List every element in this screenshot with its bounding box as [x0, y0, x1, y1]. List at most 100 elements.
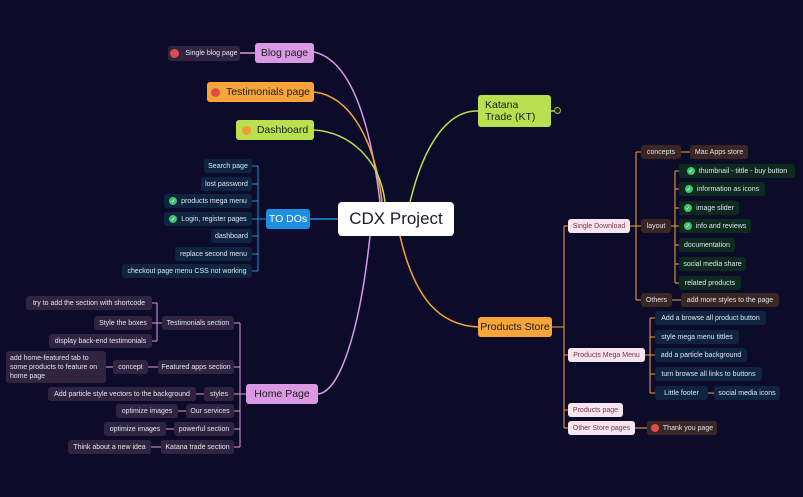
- testimonials-section-node[interactable]: Testimonials section: [162, 316, 234, 330]
- concept-node[interactable]: concept: [113, 360, 148, 374]
- mega-menu-links-buttons[interactable]: turn browse all links to buttons: [655, 367, 762, 381]
- layout-item-label: thumbnail - tittle - buy button: [698, 167, 788, 175]
- dashboard-label: Dashboard: [256, 124, 309, 136]
- todo-search-page[interactable]: Search page: [204, 159, 252, 173]
- mega-menu-style-titles[interactable]: style mega menu tittles: [655, 330, 739, 344]
- mega-item-label: style mega menu tittles: [661, 333, 733, 341]
- mac-apps-label: Mac Apps store: [694, 148, 744, 156]
- layout-item-label: info and reviews: [695, 222, 747, 230]
- powerful-section-child[interactable]: optimize images: [104, 422, 166, 436]
- our-services-child[interactable]: optimize images: [116, 404, 178, 418]
- testimonials-section-label: Testimonials section: [166, 319, 230, 327]
- layout-item-thumbnail[interactable]: ✓thumbnail - tittle - buy button: [679, 164, 795, 178]
- layout-item-social-share[interactable]: social media share: [679, 257, 746, 271]
- layout-item-documentation[interactable]: documentation: [679, 238, 735, 252]
- mac-apps-store-node[interactable]: Mac Apps store: [690, 145, 748, 159]
- products-page-node[interactable]: Products page: [568, 403, 623, 417]
- products-mega-menu-node[interactable]: Products Mega Menu: [568, 348, 645, 362]
- check-icon: ✓: [169, 197, 178, 205]
- concept-child-featured-tab[interactable]: add home-featured tab to some products t…: [6, 351, 106, 383]
- katana-child-label: Think about a new idea: [73, 443, 146, 451]
- todo-checkout-menu-css[interactable]: checkout page menu CSS not working: [122, 264, 252, 278]
- todo-label: lost password: [205, 180, 248, 188]
- katana-trade-section-node[interactable]: Katana trade section: [161, 440, 234, 454]
- testimonials-child-style-boxes[interactable]: Style the boxes: [94, 316, 152, 330]
- todo-label: products mega menu: [181, 197, 247, 205]
- others-node[interactable]: Others: [641, 293, 672, 307]
- styles-node[interactable]: styles: [204, 387, 234, 401]
- testimonials-child-shortcode[interactable]: try to add the section with shortcode: [26, 296, 152, 310]
- layout-item-label: image slider: [696, 204, 734, 212]
- mega-menu-particle-bg[interactable]: add a particle background: [655, 348, 747, 362]
- powerful-section-node[interactable]: powerful section: [174, 422, 234, 436]
- home-page-label: Home Page: [254, 388, 310, 400]
- other-store-pages-node[interactable]: Other Store pages: [568, 421, 635, 435]
- todo-label: Search page: [208, 162, 248, 170]
- featured-apps-section-node[interactable]: Featured apps section: [158, 360, 234, 374]
- layout-node[interactable]: layout: [641, 219, 671, 233]
- katana-section-child[interactable]: Think about a new idea: [68, 440, 151, 454]
- todos-label: TO DOs: [268, 213, 308, 225]
- check-icon: ✓: [684, 185, 693, 193]
- root-node[interactable]: CDX Project: [338, 202, 454, 236]
- todo-products-mega-menu[interactable]: ✓products mega menu: [164, 194, 252, 208]
- collapse-toggle-icon[interactable]: [554, 107, 561, 114]
- footer-social-media-icons[interactable]: social media icons: [714, 386, 780, 400]
- orange-status-icon: [241, 125, 251, 135]
- child-label: Style the boxes: [99, 319, 147, 327]
- others-child-more-styles[interactable]: add more styles to the page: [681, 293, 779, 307]
- single-download-label: Single Download: [572, 222, 626, 230]
- single-blog-page-label: Single blog page: [185, 50, 238, 57]
- testimonials-child-backend[interactable]: display back-end testimonials: [49, 334, 152, 348]
- layout-item-related-products[interactable]: related products: [679, 276, 741, 290]
- todo-replace-second-menu[interactable]: replace second menu: [175, 247, 252, 261]
- footer-child-label: social media icons: [718, 389, 776, 397]
- thank-you-label: Thank you page: [662, 424, 714, 432]
- todo-lost-password[interactable]: lost password: [201, 177, 252, 191]
- child-label: try to add the section with shortcode: [32, 299, 146, 307]
- layout-item-information-icons[interactable]: ✓information as icons: [679, 182, 765, 196]
- others-child-label: add more styles to the page: [686, 296, 774, 304]
- todo-label: dashboard: [214, 232, 249, 240]
- mega-menu-little-footer[interactable]: Little footer: [655, 386, 708, 400]
- layout-item-info-reviews[interactable]: ✓info and reviews: [679, 219, 751, 233]
- concepts-label: concepts: [646, 148, 676, 156]
- blog-page-node[interactable]: Blog page: [255, 43, 314, 63]
- single-download-node[interactable]: Single Download: [568, 219, 630, 233]
- todo-label: replace second menu: [180, 250, 247, 258]
- katana-trade-label: Katana Trade (KT): [485, 99, 536, 123]
- mega-item-label: Add a browse all product button: [661, 314, 760, 322]
- single-blog-page-node[interactable]: Single blog page: [168, 46, 240, 61]
- katana-section-label: Katana trade section: [165, 443, 230, 451]
- testimonials-page-node[interactable]: Testimonials page: [207, 82, 314, 102]
- check-icon: ✓: [683, 222, 692, 230]
- red-status-icon: [210, 87, 220, 97]
- red-status-icon: [170, 49, 180, 58]
- products-store-node[interactable]: Products Store: [478, 317, 552, 337]
- mega-menu-browse-all[interactable]: Add a browse all product button: [655, 311, 766, 325]
- powerful-section-label: powerful section: [178, 425, 230, 433]
- concepts-node[interactable]: concepts: [641, 145, 681, 159]
- layout-item-label: documentation: [684, 241, 730, 249]
- thank-you-page-node[interactable]: Thank you page: [647, 421, 717, 435]
- home-page-node[interactable]: Home Page: [246, 384, 318, 404]
- katana-trade-node[interactable]: Katana Trade (KT): [478, 95, 551, 127]
- root-label: CDX Project: [349, 209, 443, 228]
- todo-login-register[interactable]: ✓Login, register pages: [164, 212, 252, 226]
- others-label: Others: [645, 296, 667, 304]
- layout-item-image-slider[interactable]: ✓image slider: [679, 201, 739, 215]
- layout-item-label: social media share: [683, 260, 742, 268]
- todo-label: checkout page menu CSS not working: [127, 267, 247, 275]
- styles-child-label: Add particle style vectors to the backgr…: [54, 390, 190, 398]
- dashboard-node[interactable]: Dashboard: [236, 120, 314, 140]
- layout-label: layout: [646, 222, 666, 230]
- check-icon: ✓: [684, 204, 693, 212]
- testimonials-page-label: Testimonials page: [225, 86, 311, 98]
- todo-dashboard[interactable]: dashboard: [211, 229, 252, 243]
- our-services-node[interactable]: Our services: [186, 404, 234, 418]
- layout-item-label: related products: [684, 279, 736, 287]
- todos-node[interactable]: TO DOs: [266, 209, 310, 229]
- our-services-child-label: optimize images: [121, 407, 173, 415]
- styles-child-particles[interactable]: Add particle style vectors to the backgr…: [48, 387, 196, 401]
- mega-item-label: add a particle background: [660, 351, 742, 359]
